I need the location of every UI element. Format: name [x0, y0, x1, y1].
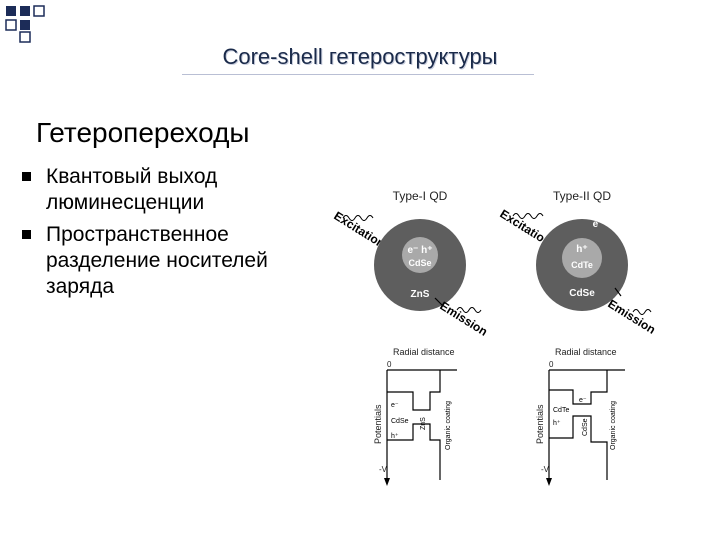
section-heading: Гетеропереходы [36, 117, 250, 148]
type2-minus-v-label: -V [541, 465, 550, 474]
excitation-wave-icon [512, 213, 544, 219]
conduction-band-line [387, 370, 441, 411]
type2-y-label: Potentials [535, 404, 545, 444]
emission-wave-icon [456, 307, 482, 313]
title-underline [182, 74, 534, 75]
bullet-item: Пространственное разделение носителей за… [22, 222, 282, 300]
type1-coating-label: Organic coating [445, 401, 452, 450]
type1-minus-v-label: -V [379, 465, 388, 474]
type1-shell-level-label: ZnS [420, 417, 427, 430]
valence-band-line [549, 415, 608, 480]
type1-hole-label: h⁺ [391, 433, 399, 440]
slide-title: Core-shell гетероструктуры [222, 44, 498, 69]
corner-decoration [5, 5, 45, 43]
type2-shell-level-label: CdSe [582, 418, 589, 436]
type1-core [402, 237, 438, 273]
bullet-text: Пространственное разделение носителей за… [46, 223, 268, 298]
type1-zero-label: 0 [387, 360, 392, 369]
quantum-dot-figure: Type-I QD Excitation e⁻ h⁺ CdSe ZnS Emis… [331, 189, 658, 486]
conduction-band-line [549, 370, 608, 405]
square-bullet-icon [22, 230, 31, 239]
type2-potential-plot: Radial distance 0 Potentials -V CdTe h⁺ … [535, 347, 625, 486]
arrow-down-icon [546, 478, 552, 486]
type2-zero-label: 0 [549, 360, 554, 369]
valence-band-line [387, 423, 441, 480]
type1-core-label: CdSe [408, 258, 431, 268]
type2-shell-label: CdSe [569, 288, 595, 299]
arrow-down-icon [384, 478, 390, 486]
type1-electron-label: e⁻ [391, 402, 399, 409]
type1-shell-label: ZnS [411, 289, 430, 300]
type2-caption: Type-II QD [553, 189, 611, 203]
type2-electron-label: e⁻ [579, 397, 587, 404]
type2-coating-label: Organic coating [610, 401, 617, 450]
type2-core-level-label: CdTe [553, 407, 569, 414]
square-bullet-icon [22, 172, 31, 181]
type2-x-label: Radial distance [555, 347, 617, 357]
type1-qd-diagram: Type-I QD Excitation e⁻ h⁺ CdSe ZnS Emis… [331, 189, 490, 339]
type2-core-label: CdTe [571, 260, 593, 270]
type1-y-label: Potentials [373, 404, 383, 444]
type1-x-label: Radial distance [393, 347, 455, 357]
type2-qd-diagram: Type-II QD Excitation e⁻ h⁺ CdTe CdSe Em… [497, 189, 658, 337]
type2-hole-label: h⁺ [576, 244, 587, 255]
type2-core [562, 238, 602, 278]
bullet-item: Квантовый выход люминесценции [22, 164, 282, 216]
bullet-text: Квантовый выход люминесценции [46, 165, 218, 214]
type1-caption: Type-I QD [393, 189, 448, 203]
type1-carriers-label: e⁻ h⁺ [407, 245, 432, 256]
type1-emission-label: Emission [437, 299, 490, 339]
type1-core-level-label: CdSe [391, 418, 409, 425]
type2-electron-label: e⁻ [593, 219, 604, 230]
type2-emission-label: Emission [605, 297, 658, 337]
bullet-list: Квантовый выход люминесценции Пространст… [22, 164, 282, 306]
excitation-wave-icon [342, 215, 374, 221]
emission-wave-icon [632, 309, 652, 315]
type1-potential-plot: Radial distance 0 Potentials -V e⁻ CdSe … [373, 347, 457, 486]
type2-hole-label: h⁺ [553, 420, 561, 427]
